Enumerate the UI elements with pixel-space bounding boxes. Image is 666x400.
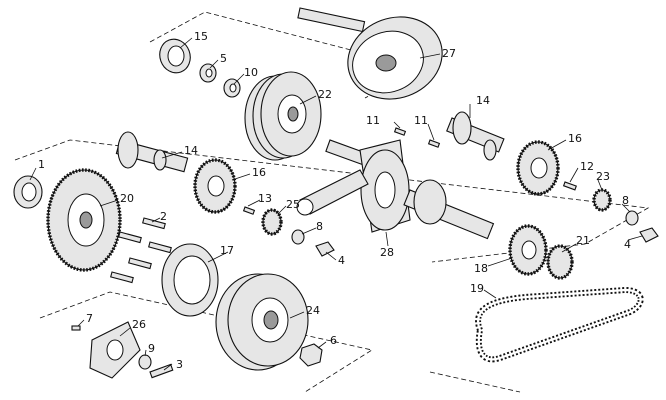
callout-10: 10 <box>244 66 258 79</box>
bearing-15 <box>159 38 191 74</box>
sprocket-23 <box>592 188 612 212</box>
callout-20: 20 <box>120 192 134 205</box>
pin-11-right <box>427 139 441 148</box>
callout-labels: 15 5 10 22 27 14 11 11 14 16 12 1 20 16 … <box>38 30 631 371</box>
callout-3: 3 <box>176 358 183 371</box>
callout-28: 28 <box>380 246 394 259</box>
callout-1: 1 <box>38 158 45 171</box>
callout-26: 26 <box>132 318 146 331</box>
clutch-drum <box>297 7 443 100</box>
callout-17: 17 <box>220 244 234 257</box>
large-gear-20 <box>46 168 122 272</box>
callout-2: 2 <box>160 210 167 223</box>
callout-16-right: 16 <box>568 132 582 145</box>
callout-4-left: 4 <box>338 254 345 267</box>
cam-gear-right <box>516 140 560 196</box>
callout-18: 18 <box>474 262 488 275</box>
callout-24: 24 <box>306 304 320 317</box>
washer-8-left <box>291 229 305 245</box>
washer-6-hole <box>205 68 213 78</box>
callout-7: 7 <box>86 312 93 325</box>
callout-14-right: 14 <box>476 94 490 107</box>
callout-25: 25 <box>286 198 300 211</box>
camshaft-right <box>446 111 505 161</box>
callout-13: 13 <box>258 192 272 205</box>
callout-6: 5 <box>220 52 227 65</box>
callout-9: 9 <box>148 342 155 355</box>
callout-21: 21 <box>576 234 590 247</box>
callout-19: 19 <box>470 282 484 295</box>
pin-12 <box>562 181 577 191</box>
bearing-1 <box>13 175 43 209</box>
callout-22: 22 <box>318 88 332 101</box>
clutch-pack <box>244 71 322 161</box>
camshaft-left <box>115 131 189 173</box>
plate-26 <box>89 321 141 379</box>
bolt-4-right <box>639 227 659 243</box>
leader-lines <box>29 37 643 371</box>
callout-5: 6 <box>330 334 337 347</box>
nut-5 <box>299 343 323 367</box>
callout-12: 12 <box>580 160 594 173</box>
callout-16-left: 16 <box>252 166 266 179</box>
cam-gear-left <box>193 158 237 214</box>
washer-9 <box>138 354 152 370</box>
group-outline-chain <box>429 371 521 393</box>
gear-18 <box>508 224 548 276</box>
callout-14-left: 14 <box>184 144 198 157</box>
pin-7 <box>71 325 81 331</box>
callout-23: 23 <box>596 170 610 183</box>
callout-4-right: 4 <box>624 238 631 251</box>
sprocket-25 <box>261 208 283 236</box>
flywheel-24 <box>215 273 309 371</box>
washer-8-right <box>625 210 639 226</box>
callout-11-right: 11 <box>414 114 428 127</box>
callout-27: 27 <box>442 47 456 60</box>
pin-11-left <box>393 127 407 136</box>
one-way-clutch-17 <box>161 243 219 317</box>
bolt-4-left <box>315 241 335 257</box>
callout-15: 15 <box>194 30 208 43</box>
callout-11-left: 11 <box>366 114 380 127</box>
callout-8-left: 8 <box>316 220 323 233</box>
sprocket-21 <box>546 244 574 280</box>
timing-chain-19 <box>475 286 644 363</box>
washer-10-hole <box>229 83 237 93</box>
crankshaft <box>296 139 495 240</box>
pin-13 <box>242 206 256 215</box>
callout-8-right: 8 <box>622 194 629 207</box>
